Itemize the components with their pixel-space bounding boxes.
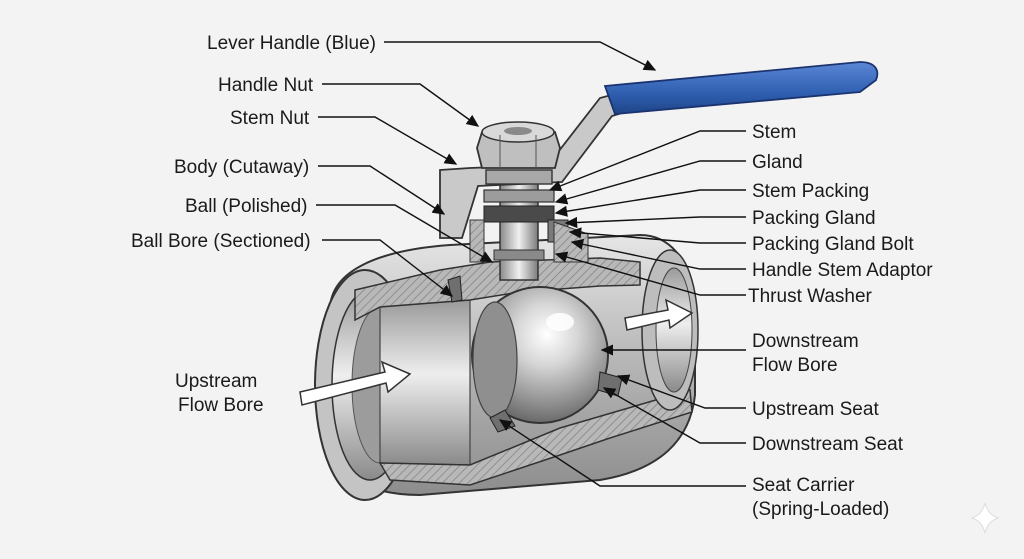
label-downstream-seat: Downstream Seat (752, 434, 904, 455)
label-seat-carrier-line1: Seat Carrier (752, 475, 855, 496)
thrust-washer (493, 249, 545, 261)
label-ball-bore: Ball Bore (Sectioned) (131, 231, 311, 252)
flow-arrows (299, 298, 694, 406)
labels-left: Lever Handle (Blue) Handle Nut Stem Nut … (131, 33, 376, 416)
label-downstream-line2: Flow Bore (752, 355, 838, 376)
label-ball: Ball (Polished) (185, 196, 308, 217)
label-upstream-line2: Flow Bore (178, 395, 264, 416)
upstream-flow-arrow (299, 360, 412, 406)
body-section-bottom (378, 389, 693, 486)
lever-handle (439, 61, 879, 239)
handle-grip (603, 61, 879, 115)
gland (483, 189, 555, 203)
label-gland: Gland (752, 152, 803, 173)
label-lever-handle: Lever Handle (Blue) (207, 33, 376, 54)
label-packing-gland-bolt: Packing Gland Bolt (752, 234, 914, 255)
label-upstream-line1: Upstream (175, 371, 257, 392)
stem-assembly (469, 179, 589, 281)
label-thrust-washer: Thrust Washer (748, 286, 873, 307)
label-seat-carrier-line2: (Spring-Loaded) (752, 499, 889, 520)
label-handle-stem-adaptor: Handle Stem Adaptor (752, 260, 933, 281)
sparkle-icon (970, 502, 1000, 534)
stem-packing (483, 205, 555, 223)
labels-right: Stem Gland Stem Packing Packing Gland Pa… (748, 122, 933, 520)
leader-lines (316, 41, 746, 487)
label-stem: Stem (752, 122, 796, 143)
label-handle-nut: Handle Nut (218, 75, 314, 96)
label-stem-nut: Stem Nut (230, 108, 310, 129)
label-body: Body (Cutaway) (174, 157, 309, 178)
label-stem-packing: Stem Packing (752, 181, 869, 202)
downstream-flow-arrow (624, 298, 694, 331)
label-upstream-seat: Upstream Seat (752, 399, 879, 420)
label-downstream-line1: Downstream (752, 331, 859, 352)
stem-nut (485, 169, 553, 185)
label-packing-gland: Packing Gland (752, 208, 876, 229)
body-section-top (354, 257, 641, 322)
ball (447, 275, 623, 433)
